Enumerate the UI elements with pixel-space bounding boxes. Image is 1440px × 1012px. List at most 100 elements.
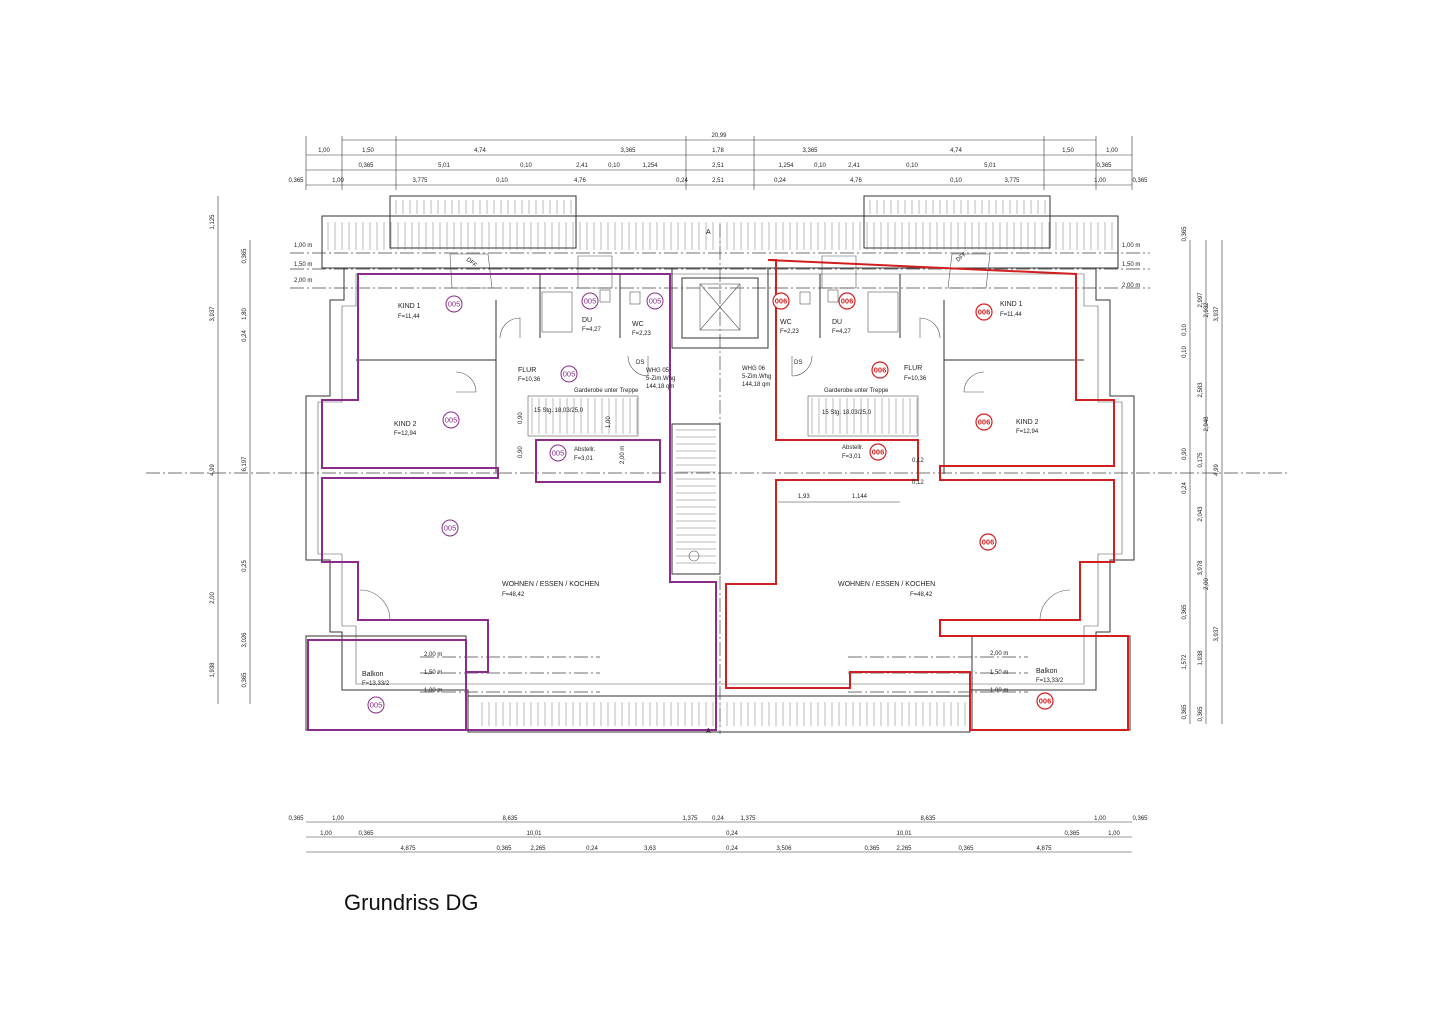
- dim-label: 0,365: [864, 846, 880, 852]
- room-tag-006: 006: [838, 292, 856, 310]
- room-tag-006: 006: [975, 303, 993, 321]
- dim-label: 10,01: [526, 831, 542, 837]
- dim-label: 4,875: [400, 846, 416, 852]
- dim-label: 0,24: [1182, 482, 1188, 494]
- dim-label: 0,365: [242, 672, 248, 688]
- dim-label: 0,365: [958, 846, 974, 852]
- dim-label: 1,50: [362, 148, 374, 154]
- dim-label: 2,583: [1198, 382, 1204, 398]
- dim-label: 1,00: [320, 831, 332, 837]
- dim-label: 0,365: [1132, 816, 1148, 822]
- unit-summary-line: 5-Zim.Whg: [646, 376, 675, 382]
- room-tag-005: 005: [646, 292, 664, 310]
- dim-label: 3,937: [210, 306, 216, 322]
- dim-label: 8,635: [920, 816, 936, 822]
- dim-label: 4,99: [1214, 464, 1220, 476]
- dim-label: 1,572: [1182, 654, 1188, 670]
- dim-label: 1,254: [778, 163, 794, 169]
- dim-label: 0,10: [1182, 346, 1188, 358]
- dim-label: 0,365: [1132, 178, 1148, 184]
- room-name: Balkon: [362, 671, 384, 678]
- dim-label: 1,375: [682, 816, 698, 822]
- dim-label: 3,937: [1214, 306, 1220, 322]
- dim-label: 3,937: [1214, 626, 1220, 642]
- stair-note: 15 Stg. 18,03/25,0: [534, 408, 584, 414]
- dim-label: 0,90: [518, 446, 524, 458]
- dim-label: 1,125: [210, 214, 216, 230]
- unit-005-labels: KIND 1 F=11,44 KIND 2 F=12,94 DU F=4,27 …: [362, 303, 675, 687]
- dim-label: 0,10: [608, 163, 620, 169]
- dim-label: 2,00: [210, 592, 216, 604]
- dim-label: 3,775: [412, 178, 428, 184]
- svg-text:006: 006: [1039, 697, 1052, 706]
- room-tag-005: 005: [442, 411, 460, 429]
- right-dimension-chains: 0,3650,100,100,900,240,3651,5720,3652,99…: [1182, 226, 1223, 724]
- level-mark: 1,00 m: [424, 688, 442, 694]
- dim-label: 0,10: [906, 163, 918, 169]
- svg-text:006: 006: [874, 366, 887, 375]
- dim-label: 3,978: [1198, 560, 1204, 576]
- room-area: F=11,44: [1000, 312, 1022, 318]
- unit-005-outline: [307, 273, 717, 731]
- dim-label: 0,24: [774, 178, 786, 184]
- dim-label: 0,365: [1182, 226, 1188, 242]
- room-name: KIND 2: [394, 421, 417, 428]
- dim-label: 0,365: [1182, 604, 1188, 620]
- dim-label: 0,10: [814, 163, 826, 169]
- room-area: F=4,27: [832, 329, 852, 335]
- room-tag-005: 005: [441, 519, 459, 537]
- dim-label: 3,365: [802, 148, 818, 154]
- dim-label: 0,365: [496, 846, 512, 852]
- room-name: WC: [632, 321, 644, 328]
- svg-text:006: 006: [978, 308, 991, 317]
- dim-label: 1,78: [712, 148, 724, 154]
- room-tag-005: 005: [581, 292, 599, 310]
- section-mark-top: A: [706, 229, 711, 236]
- dim-label: 1,00: [606, 416, 612, 428]
- level-mark: 2,00 m: [1122, 283, 1140, 289]
- dim-label: 1,93: [798, 494, 810, 500]
- dim-label: 0,24: [676, 178, 688, 184]
- level-mark: 1,50 m: [990, 670, 1008, 676]
- dim-label: 2,00 m: [620, 446, 626, 464]
- svg-text:006: 006: [775, 297, 788, 306]
- svg-text:005: 005: [445, 416, 458, 425]
- svg-text:005: 005: [552, 449, 565, 458]
- dim-label: 2,932: [1204, 302, 1210, 318]
- dim-label: 0,365: [288, 178, 304, 184]
- room-area: F=2,23: [780, 329, 800, 335]
- dim-label: 0,365: [1182, 704, 1188, 720]
- dim-label: 1,00: [332, 816, 344, 822]
- room-tag-005: 005: [445, 295, 463, 313]
- level-mark: 1,00 m: [294, 243, 312, 249]
- ds-mark: DS: [636, 360, 644, 366]
- room-name: KIND 2: [1016, 419, 1039, 426]
- room-area: F=10,36: [904, 376, 927, 382]
- room-tag-005: 005: [367, 696, 385, 714]
- room-name: WC: [780, 319, 792, 326]
- dim-label: 4,875: [1036, 846, 1052, 852]
- level-mark: 1,00 m: [1122, 243, 1140, 249]
- dim-label: 0,365: [1096, 163, 1112, 169]
- dim-label: 0,10: [950, 178, 962, 184]
- room-tag-005: 005: [560, 365, 578, 383]
- level-mark: 1,50 m: [294, 262, 312, 268]
- room-area: F=10,36: [518, 377, 541, 383]
- level-mark: 1,50 m: [424, 670, 442, 676]
- room-area: F=3,01: [574, 456, 594, 462]
- svg-text:005: 005: [584, 297, 597, 306]
- dim-label: 6,197: [242, 456, 248, 472]
- dim-label: 2,948: [1204, 416, 1210, 432]
- room-tag-006: 006: [979, 533, 997, 551]
- unit-summary-line: 144,18 qm: [742, 382, 770, 388]
- dim-label: 4,76: [574, 178, 586, 184]
- svg-text:005: 005: [370, 701, 383, 710]
- unit-summary-line: 144,18 qm: [646, 384, 674, 390]
- unit-summary-line: 5-Zim.Whg: [742, 374, 771, 380]
- room-name: DU: [832, 319, 842, 326]
- dff-mark: DFF: [465, 257, 478, 269]
